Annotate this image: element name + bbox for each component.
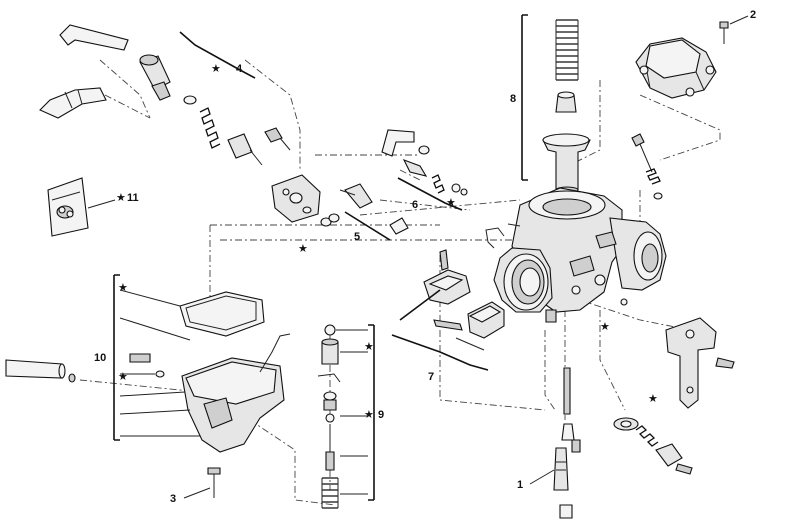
callout-idle-marker: ★ — [648, 392, 658, 405]
part-3-drain-screw — [183, 467, 221, 499]
throttle-cable-bracket — [665, 317, 735, 409]
callout-9a-marker: ★ — [364, 340, 374, 353]
part-9-jet-column — [317, 324, 375, 509]
callout-5-marker: ★ — [298, 242, 308, 255]
carburetor-body — [485, 187, 667, 323]
part-11-gasket-kit — [47, 177, 116, 237]
callout-10: 10 — [94, 352, 106, 364]
o-ring — [620, 298, 628, 306]
callout-4: 4 — [236, 63, 243, 75]
callout-body-marker: ★ — [600, 320, 610, 333]
part-1-main-jet — [529, 367, 581, 519]
callout-4-marker: ★ — [211, 62, 221, 75]
overflow-hose — [5, 359, 76, 383]
callout-7: 7 — [428, 371, 434, 383]
callout-9: 9 — [378, 409, 384, 421]
part-2-top-cover — [635, 15, 749, 99]
part-10-float-bowl — [113, 274, 291, 453]
callout-5: 5 — [354, 231, 360, 243]
upper-hoses — [39, 24, 129, 119]
callout-8: 8 — [510, 93, 516, 105]
callout-2: 2 — [750, 9, 756, 21]
part-7-float — [391, 249, 505, 371]
throttle-stop-screw — [631, 133, 663, 200]
part-8-slide-assembly — [521, 14, 591, 194]
callout-6-marker: ★ — [446, 196, 456, 209]
callout-10b-marker: ★ — [118, 370, 128, 383]
callout-10a-marker: ★ — [118, 281, 128, 294]
choke-bracket — [271, 174, 321, 223]
part-4-idle-assembly — [139, 31, 291, 166]
part-6-pilot-screw — [381, 129, 468, 211]
callout-3: 3 — [170, 493, 176, 505]
callout-11-marker: ★ — [116, 191, 126, 204]
callout-1: 1 — [517, 479, 523, 491]
callout-9b-marker: ★ — [364, 408, 374, 421]
callout-11: 11 — [127, 192, 139, 204]
part-5-needle — [320, 183, 409, 241]
idle-adjust-screw — [613, 417, 693, 475]
callout-6: 6 — [412, 199, 418, 211]
